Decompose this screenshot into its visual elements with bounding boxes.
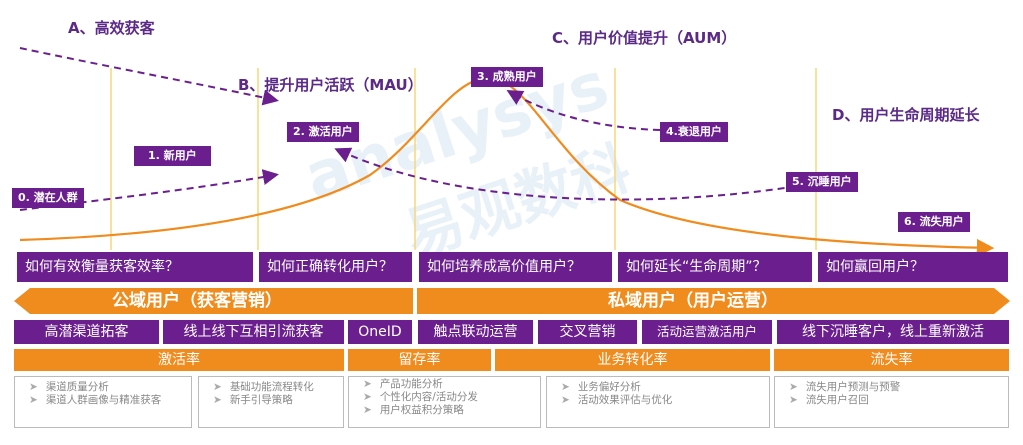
- detail-item: ➤渠道质量分析: [29, 381, 109, 393]
- phase-c-title: C、用户价值提升（AUM）: [552, 29, 737, 47]
- tactic-3: OneID: [348, 320, 412, 344]
- arrow-right-icon: ➤: [213, 394, 222, 406]
- detail-box-3: ➤产品功能分析 ➤个性化内容/活动分发 ➤用户权益积分策略: [348, 376, 541, 428]
- dashed-arrow-sleep: [334, 147, 821, 201]
- stage-4-label: 4.衰退用户: [660, 122, 728, 142]
- tactic-2: 线上线下互相引流获客: [163, 320, 344, 344]
- metric-churn: 流失率: [774, 349, 1009, 371]
- tactic-1: 高潜渠道拓客: [14, 320, 159, 344]
- question-1: 如何有效衡量获客效率？: [17, 252, 253, 282]
- arrow-right-icon: ➤: [363, 404, 372, 416]
- metric-conversion: 业务转化率: [495, 349, 770, 371]
- arrow-right-icon: ➤: [363, 391, 372, 403]
- arrow-right-icon: ➤: [363, 378, 372, 390]
- stage-6-label: 6. 流失用户: [898, 212, 970, 232]
- tactic-6: 活动运营激活用户: [642, 320, 772, 344]
- metric-retention: 留存率: [348, 349, 491, 371]
- detail-box-4: ➤业务偏好分析 ➤活动效果评估与优化: [546, 376, 770, 428]
- tactic-5: 交叉营销: [538, 320, 637, 344]
- arrow-right-icon: ➤: [213, 381, 222, 393]
- dashed-arrow-acquire: [19, 47, 279, 106]
- detail-box-1: ➤渠道质量分析 ➤渠道人群画像与精准获客: [14, 376, 192, 428]
- banner-private-shape: [417, 288, 1010, 314]
- detail-item: ➤流失用户预测与预警: [789, 381, 901, 393]
- stage-1-label: 1. 新用户: [134, 146, 211, 166]
- stage-2-label: 2. 激活用户: [287, 122, 359, 142]
- detail-item: ➤业务偏好分析: [561, 381, 641, 393]
- question-4: 如何延长“生命周期”？: [618, 252, 812, 282]
- detail-item: ➤用户权益积分策略: [363, 404, 464, 416]
- detail-item: ➤个性化内容/活动分发: [363, 391, 478, 403]
- phase-b-title: B、提升用户活跃（MAU）: [238, 76, 423, 94]
- arrow-right-icon: ➤: [29, 394, 38, 406]
- detail-item: ➤流失用户召回: [789, 394, 869, 406]
- stage-3-label: 3. 成熟用户: [471, 67, 543, 87]
- phase-d-title: D、用户生命周期延长: [832, 106, 980, 124]
- arrow-right-icon: ➤: [561, 394, 570, 406]
- domain-banner: [14, 288, 1010, 314]
- dashed-arrow-activate: [19, 169, 279, 211]
- stage-0-label: 0. 潜在人群: [12, 188, 84, 208]
- question-3: 如何培养成高价值用户？: [419, 252, 612, 282]
- tactic-4: 触点联动运营: [418, 320, 533, 344]
- detail-item: ➤基础功能流程转化: [213, 381, 314, 393]
- arrow-right-icon: ➤: [789, 394, 798, 406]
- detail-item: ➤渠道人群画像与精准获客: [29, 394, 162, 406]
- banner-public-shape: [14, 288, 413, 314]
- banner-private-label: 私域用户（用户运营）: [608, 291, 778, 311]
- banner-public-label: 公域用户（获客营销）: [112, 291, 282, 311]
- detail-item: ➤新手引导策略: [213, 394, 293, 406]
- detail-box-5: ➤流失用户预测与预警 ➤流失用户召回: [774, 376, 1009, 428]
- question-2: 如何正确转化用户？: [259, 252, 412, 282]
- detail-box-2: ➤基础功能流程转化 ➤新手引导策略: [198, 376, 344, 428]
- arrow-right-icon: ➤: [789, 381, 798, 393]
- tactic-7: 线下沉睡客户，线上重新激活: [777, 320, 1009, 344]
- question-5: 如何赢回用户？: [818, 252, 1008, 282]
- detail-item: ➤活动效果评估与优化: [561, 394, 673, 406]
- phase-a-title: A、高效获客: [68, 19, 155, 37]
- dashed-arrow-decline: [506, 90, 661, 131]
- detail-item: ➤产品功能分析: [363, 378, 443, 390]
- stage-5-label: 5. 沉睡用户: [786, 172, 858, 192]
- arrow-right-icon: ➤: [29, 381, 38, 393]
- metric-activation: 激活率: [14, 349, 344, 371]
- arrow-right-icon: ➤: [561, 381, 570, 393]
